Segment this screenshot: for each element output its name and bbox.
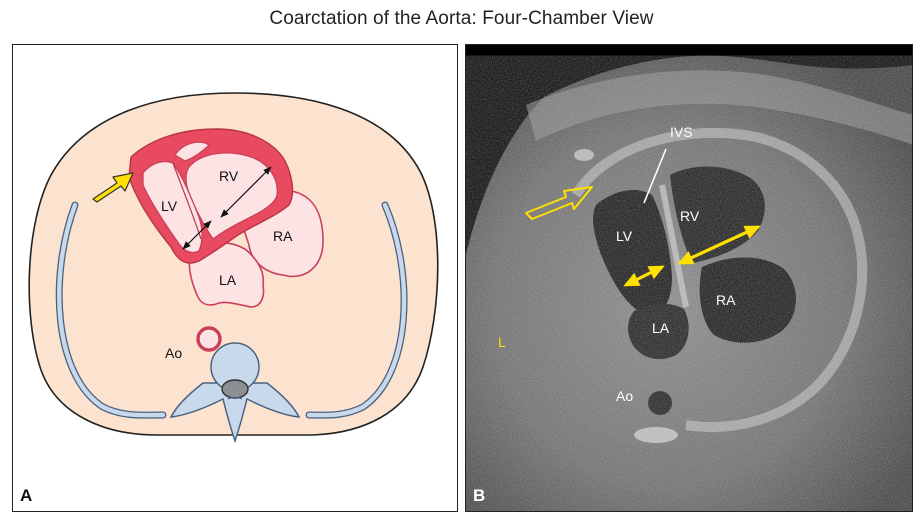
left-atrium [188,241,265,308]
panel-b-ultrasound: IVS LV RV RA LA Ao L B [465,44,913,512]
us-measure-arrow-lv [623,265,665,287]
diagram-canvas: Ao LV RV RA LA [28,92,439,444]
label-rv: RV [219,168,239,184]
us-label-la: LA [652,320,670,336]
aorta-ring [196,326,222,352]
label-ao: Ao [165,345,182,361]
panel-a-diagram: Ao LV RV RA LA [12,44,458,512]
us-label-ra: RA [716,292,736,308]
us-label-ivs: IVS [670,124,693,140]
us-label-rv: RV [680,208,700,224]
label-la: LA [219,272,237,288]
label-lv: LV [161,198,178,214]
heart [128,128,324,308]
us-label-ao: Ao [616,388,633,404]
label-ra: RA [273,228,293,244]
us-hollow-arrow-icon [525,186,593,220]
yellow-arrow-icon [92,172,134,203]
us-orientation-marker: L [498,334,506,350]
ultrasound-canvas: IVS LV RV RA LA Ao L [466,55,912,511]
us-label-lv: LV [616,228,633,244]
figure-title: Coarctation of the Aorta: Four-Chamber V… [269,8,654,29]
panel-a-letter: A [20,486,33,505]
panel-b-letter: B [473,486,486,505]
vertebra [169,342,301,444]
us-measure-arrow-rv [677,225,761,265]
ivs-pointer-line [643,148,667,204]
